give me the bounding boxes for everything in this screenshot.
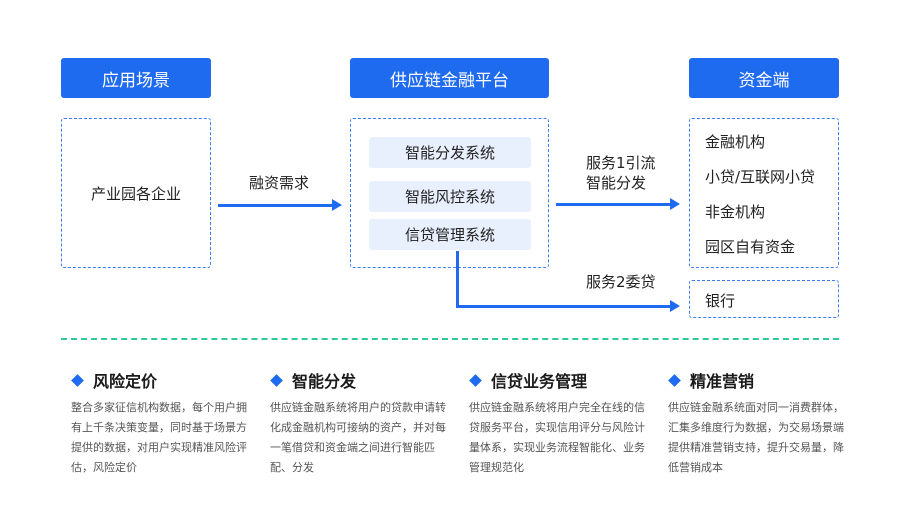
feature-credit-management: 信贷业务管理 供应链金融系统将用户完全在线的信贷服务平台，实现信用评分与风险计量… <box>469 368 647 478</box>
system-risk-control: 智能风控系统 <box>369 181 531 212</box>
funding-source-item: 非金机构 <box>705 203 766 221</box>
feature-title-row: 信贷业务管理 <box>469 368 647 392</box>
arrowhead-demand <box>332 199 342 211</box>
scenario-label: 产业园各企业 <box>90 184 181 203</box>
feature-description: 供应链金融系统将用户的贷款申请转化成金融机构可接纳的资产，并对每一笔借贷和资金端… <box>270 401 446 474</box>
arrow-demand <box>218 204 332 207</box>
section-divider <box>61 338 839 340</box>
diamond-icon <box>71 373 84 387</box>
arrow-service2-horizontal <box>456 305 670 308</box>
flow-label-service2: 服务2委贷 <box>586 273 656 291</box>
funding-sources-box <box>689 118 839 268</box>
feature-title: 信贷业务管理 <box>491 372 588 391</box>
flow-label-service1-line2: 智能分发 <box>586 174 647 192</box>
feature-title: 智能分发 <box>292 372 357 391</box>
feature-description: 供应链金融系统面对同一消费群体，汇集多维度行为数据，为交易场景端提供精准营销支持… <box>668 401 844 474</box>
arrowhead-service1 <box>670 198 680 210</box>
feature-smart-dispatch: 智能分发 供应链金融系统将用户的贷款申请转化成金融机构可接纳的资产，并对每一笔借… <box>270 368 448 478</box>
feature-title-row: 风险定价 <box>71 368 249 392</box>
arrow-service1 <box>556 203 670 206</box>
diamond-icon <box>668 373 681 387</box>
feature-title: 精准营销 <box>690 372 755 391</box>
system-credit-management: 信贷管理系统 <box>369 219 531 250</box>
diamond-icon <box>270 373 283 387</box>
system-smart-dispatch: 智能分发系统 <box>369 137 531 168</box>
feature-title-row: 智能分发 <box>270 368 448 392</box>
funding-source-item: 园区自有资金 <box>705 238 796 256</box>
arrow-service2-vertical <box>456 251 459 308</box>
feature-title-row: 精准营销 <box>668 368 846 392</box>
scenario-box: 产业园各企业 <box>61 118 211 268</box>
header-platform: 供应链金融平台 <box>350 58 549 98</box>
feature-description: 供应链金融系统将用户完全在线的信贷服务平台，实现信用评分与风险计量体系，实现业务… <box>469 401 645 474</box>
arrowhead-service2 <box>670 300 680 312</box>
bank-box <box>689 280 839 318</box>
feature-precision-marketing: 精准营销 供应链金融系统面对同一消费群体，汇集多维度行为数据，为交易场景端提供精… <box>668 368 846 478</box>
header-funding: 资金端 <box>689 58 839 98</box>
feature-description: 整合多家征信机构数据，每个用户拥有上千条决策变量，同时基于场景方提供的数据，对用… <box>71 401 247 474</box>
header-scenarios: 应用场景 <box>61 58 211 98</box>
feature-title: 风险定价 <box>93 372 158 391</box>
flow-label-service1-line1: 服务1引流 <box>586 154 656 172</box>
bank-label: 银行 <box>705 292 736 310</box>
funding-source-item: 小贷/互联网小贷 <box>705 168 816 186</box>
flow-label-demand: 融资需求 <box>249 174 310 192</box>
funding-source-item: 金融机构 <box>705 133 766 151</box>
feature-risk-pricing: 风险定价 整合多家征信机构数据，每个用户拥有上千条决策变量，同时基于场景方提供的… <box>71 368 249 478</box>
diamond-icon <box>469 373 482 387</box>
